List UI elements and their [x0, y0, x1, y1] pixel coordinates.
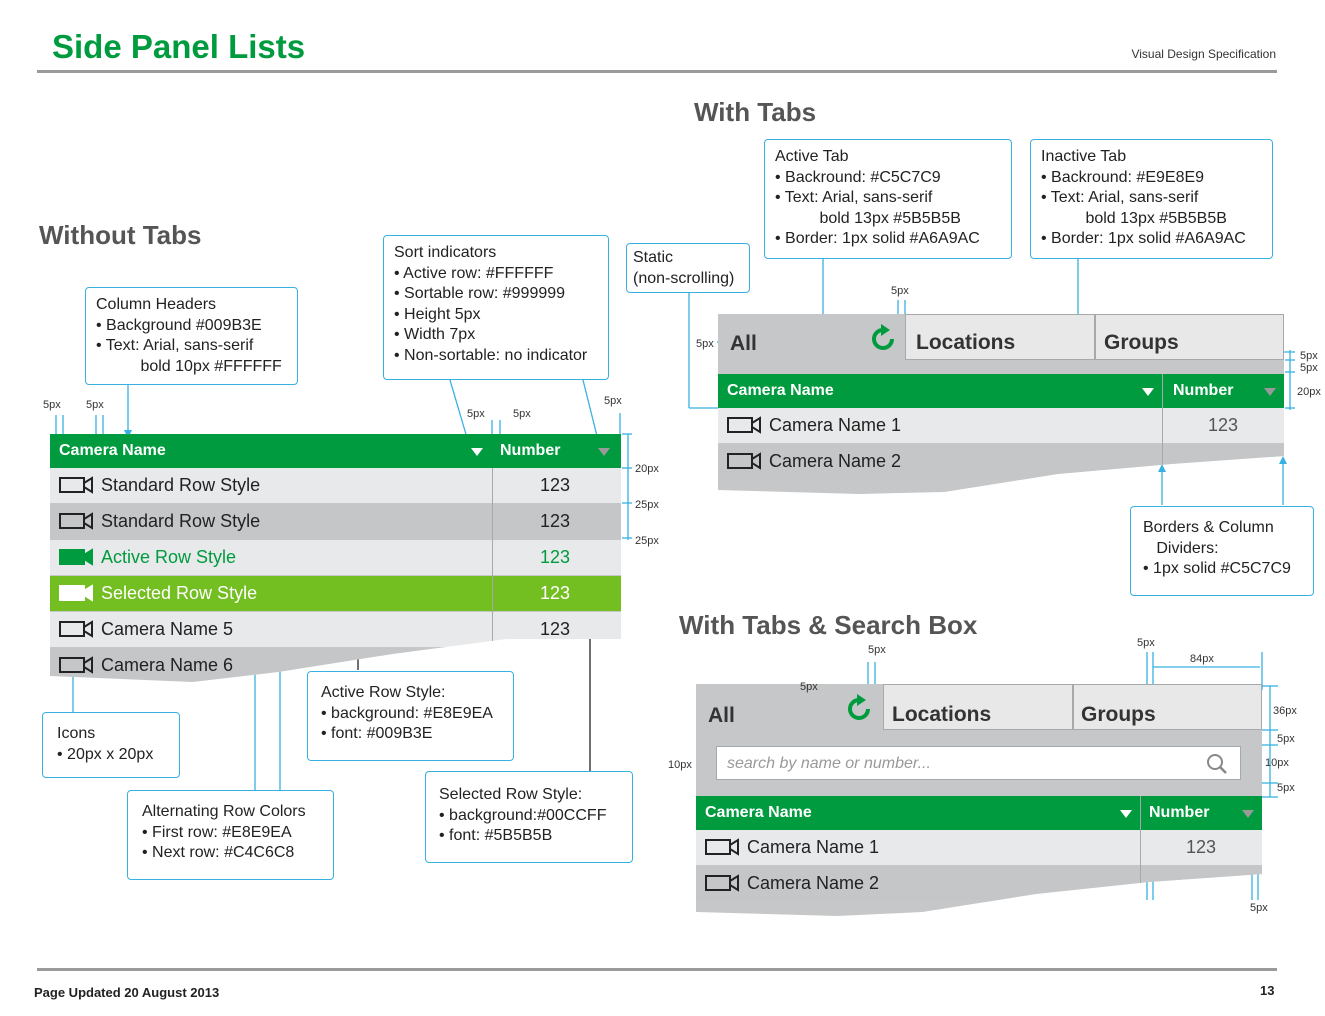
- tab-groups[interactable]: Groups: [1095, 314, 1284, 360]
- dim-label: 5px: [604, 395, 622, 407]
- column-header-row: Camera Name Number: [696, 796, 1262, 830]
- dim-label: 5px: [43, 399, 61, 411]
- tab-all[interactable]: All: [730, 332, 757, 355]
- header-number[interactable]: Number: [1173, 382, 1234, 399]
- row-label: Camera Name 2: [769, 451, 902, 471]
- dim-label: 25px: [635, 535, 659, 547]
- dim-label: 5px: [467, 408, 485, 420]
- sort-indicator-sortable-icon: [1242, 810, 1254, 818]
- dim-label: 25px: [635, 499, 659, 511]
- column-header-row: Camera Name Number: [718, 374, 1284, 408]
- heading-with-tabs: With Tabs: [694, 97, 817, 127]
- dim-label: 84px: [1190, 653, 1214, 665]
- dim-label: 5px: [800, 681, 818, 693]
- page-title: Side Panel Lists: [52, 28, 306, 65]
- dim-label: 36px: [1273, 705, 1297, 717]
- heading-without-tabs: Without Tabs: [39, 220, 202, 250]
- dim-label: 5px: [891, 285, 909, 297]
- row-label: Camera Name 6: [101, 655, 234, 675]
- sort-indicator-sortable-icon: [1264, 388, 1276, 396]
- callout-borders: Borders & Column Dividers: • 1px solid #…: [1130, 506, 1314, 596]
- row-number: 123: [539, 619, 571, 639]
- sort-indicator-active-icon: [471, 448, 483, 456]
- page-number: 13: [1260, 983, 1275, 998]
- header-camera-name[interactable]: Camera Name: [59, 442, 166, 459]
- heading-with-tabs-search: With Tabs & Search Box: [679, 610, 978, 640]
- row-label: Selected Row Style: [101, 583, 258, 603]
- top-rule: [37, 70, 1277, 73]
- column-divider: [492, 468, 493, 678]
- column-divider: [1162, 374, 1163, 494]
- dim-label: 5px: [1277, 733, 1295, 745]
- table-row[interactable]: Camera Name 1 123: [718, 408, 1284, 444]
- dim-label: 20px: [1297, 386, 1321, 398]
- tab-groups[interactable]: Groups: [1073, 684, 1262, 730]
- refresh-icon[interactable]: [844, 694, 874, 724]
- callout-active-row: Active Row Style: • background: #E8E9EA …: [307, 671, 514, 761]
- row-label: Camera Name 1: [769, 415, 902, 435]
- dim-label: 10px: [668, 759, 692, 771]
- table-row[interactable]: Active Row Style 123: [50, 540, 621, 576]
- search-placeholder: search by name or number...: [727, 755, 931, 772]
- dim-label: 5px: [1300, 362, 1318, 374]
- dim-label: 5px: [513, 408, 531, 420]
- dim-label: 5px: [1277, 782, 1295, 794]
- sort-indicator-sortable-icon: [598, 448, 610, 456]
- footer-updated: Page Updated 20 August 2013: [34, 985, 220, 1000]
- row-label: Standard Row Style: [101, 511, 261, 531]
- callout-selected-row: Selected Row Style: • background:#00CCFF…: [425, 771, 633, 863]
- row-label: Active Row Style: [101, 547, 237, 567]
- table-row[interactable]: Camera Name 1 123: [696, 830, 1262, 866]
- bottom-rule: [37, 968, 1277, 971]
- row-number: 123: [539, 547, 571, 567]
- doc-label: Visual Design Specification: [1131, 47, 1276, 61]
- panel-with-tabs-search: All Locations Groups search by name or n…: [696, 684, 1262, 916]
- dim-label: 5px: [696, 338, 714, 350]
- dim-label: 5px: [1250, 902, 1268, 914]
- dim-label: 10px: [1265, 757, 1289, 769]
- dim-label: 5px: [1300, 350, 1318, 362]
- refresh-icon[interactable]: [868, 324, 898, 354]
- dim-label: 20px: [635, 463, 659, 475]
- column-header-row: Camera Name Number: [50, 434, 621, 468]
- search-input[interactable]: search by name or number...: [716, 746, 1241, 780]
- tab-locations[interactable]: Locations: [883, 684, 1073, 730]
- row-label: Camera Name 2: [747, 873, 880, 893]
- row-number: 123: [539, 511, 571, 531]
- row-number: 123: [539, 583, 571, 603]
- sort-indicator-active-icon: [1120, 810, 1132, 818]
- row-number: 123: [1207, 415, 1239, 435]
- table-row[interactable]: Standard Row Style 123: [50, 504, 621, 540]
- row-number: 123: [1185, 837, 1217, 857]
- row-label: Standard Row Style: [101, 475, 261, 495]
- header-number[interactable]: Number: [500, 442, 561, 459]
- header-camera-name[interactable]: Camera Name: [705, 804, 812, 821]
- column-divider: [1140, 796, 1141, 916]
- header-camera-name[interactable]: Camera Name: [727, 382, 834, 399]
- table-row[interactable]: Standard Row Style 123: [50, 468, 621, 504]
- sort-indicator-active-icon: [1142, 388, 1154, 396]
- header-number[interactable]: Number: [1149, 804, 1210, 821]
- callout-icons: Icons • 20px x 20px: [42, 712, 180, 778]
- callout-column-headers: Column Headers • Background #009B3E • Te…: [85, 287, 298, 385]
- callout-alternating-rows: Alternating Row Colors • First row: #E8E…: [127, 790, 334, 880]
- table-row[interactable]: Selected Row Style 123: [50, 576, 621, 612]
- dim-label: 5px: [1137, 637, 1155, 649]
- row-label: Camera Name 1: [747, 837, 880, 857]
- row-label: Camera Name 5: [101, 619, 234, 639]
- dim-label: 5px: [86, 399, 104, 411]
- callout-sort-indicators: Sort indicators • Active row: #FFFFFF • …: [383, 235, 609, 380]
- callout-inactive-tab: Inactive Tab • Backround: #E9E8E9 • Text…: [1030, 139, 1273, 259]
- callout-static: Static (non-scrolling): [626, 243, 750, 293]
- search-icon[interactable]: [1206, 753, 1228, 775]
- row-number: 123: [539, 475, 571, 495]
- tab-locations[interactable]: Locations: [905, 314, 1095, 360]
- dim-label: 5px: [868, 644, 886, 656]
- callout-active-tab: Active Tab • Backround: #C5C7C9 • Text: …: [764, 139, 1012, 259]
- tab-all[interactable]: All: [708, 704, 735, 727]
